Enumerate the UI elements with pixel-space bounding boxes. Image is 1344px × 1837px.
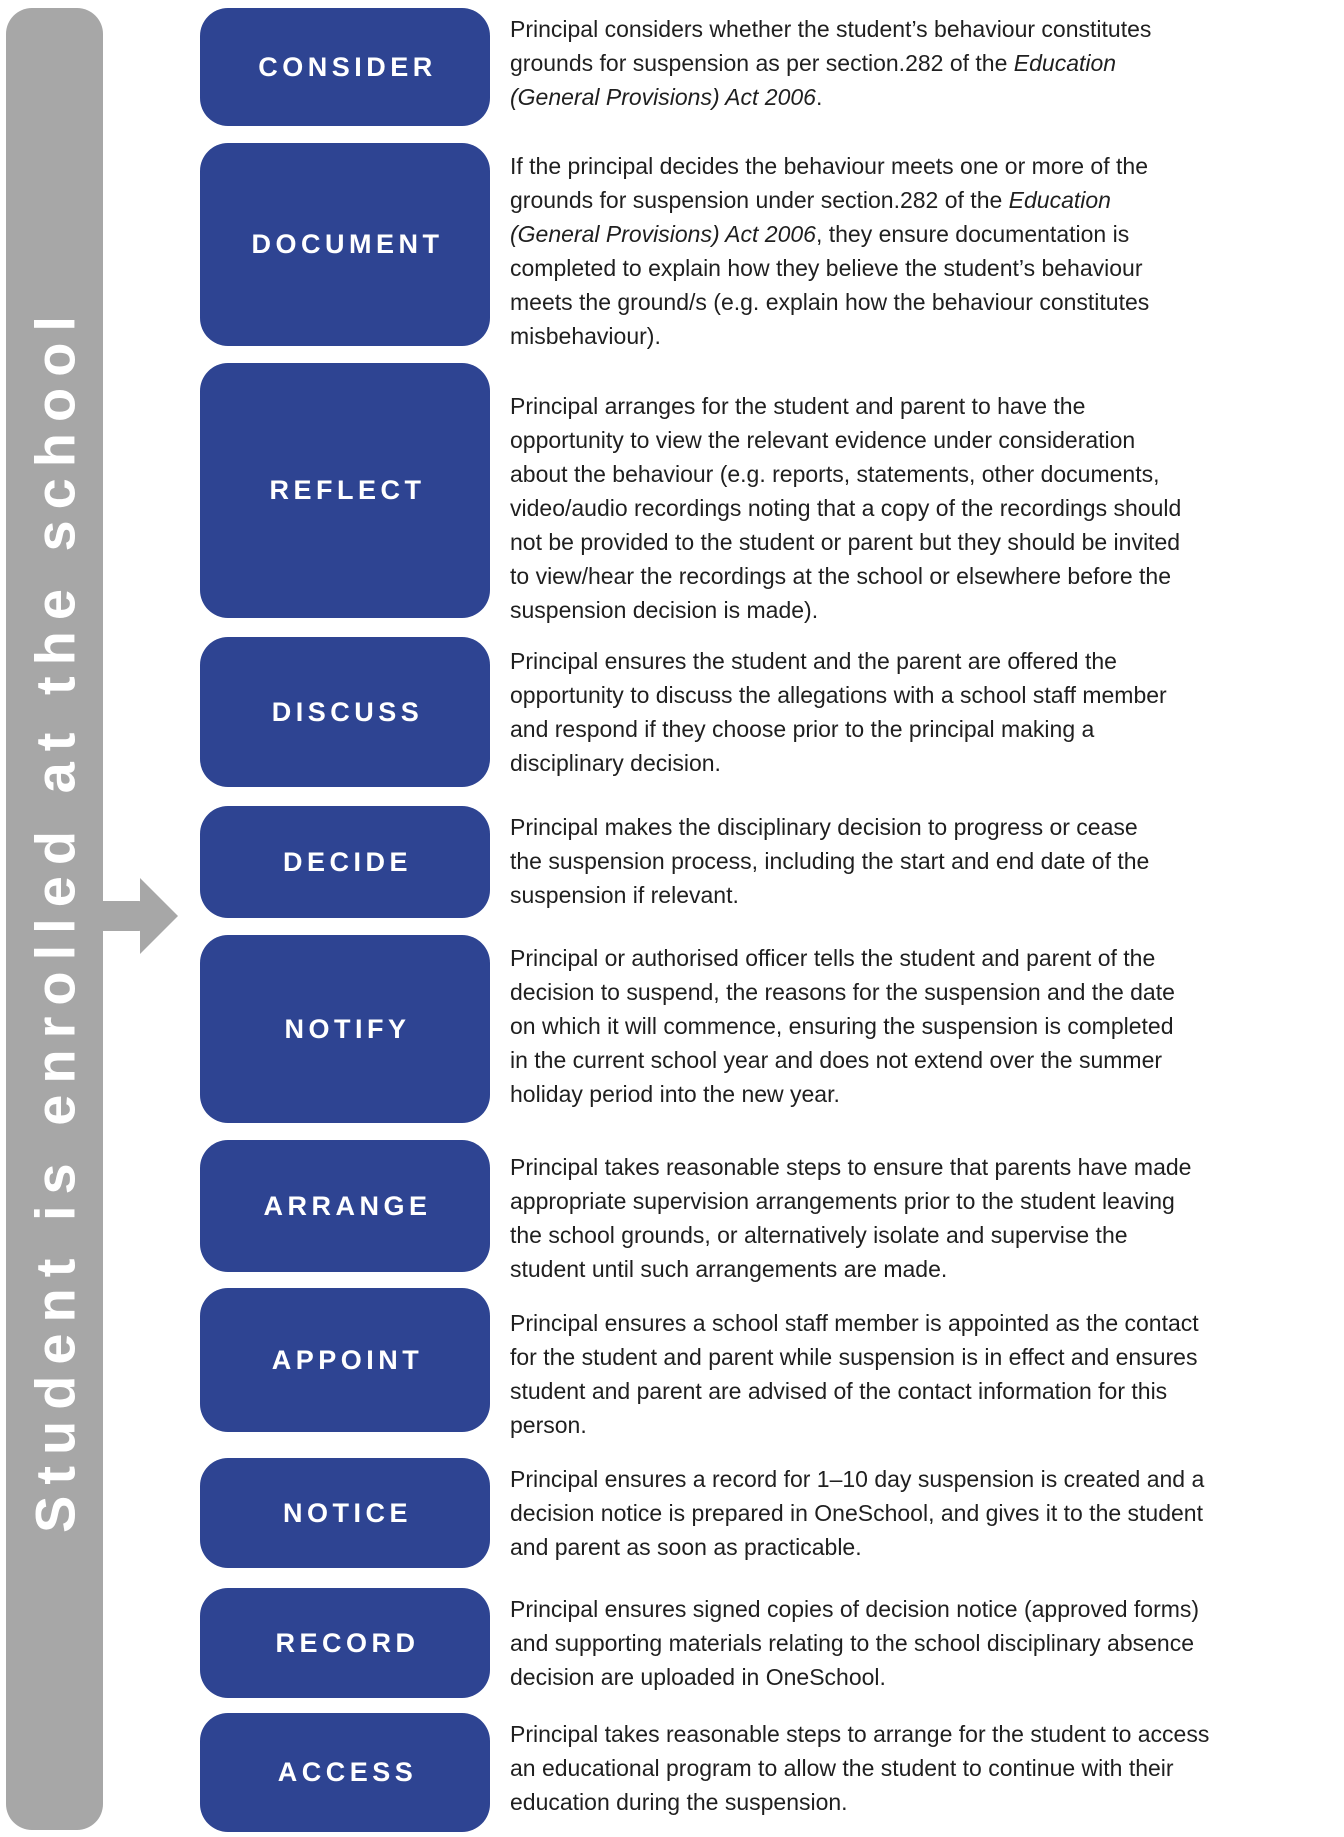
step-label-consider: CONSIDER [258,51,437,82]
enrolment-rail: Student is enrolled at the school [6,8,103,1830]
step-box-consider: CONSIDER [200,8,490,126]
step-label-access: ACCESS [277,1757,418,1787]
step-label-arrange: ARRANGE [263,1190,432,1221]
step-box-appoint: APPOINT [200,1288,490,1432]
step-box-notify: NOTIFY [200,935,490,1123]
step-box-access: ACCESS [200,1713,490,1832]
flow-arrow-stem [99,901,143,931]
step-label-notify: NOTIFY [284,1013,411,1044]
step-label-reflect: REFLECT [269,475,426,505]
step-label-record: RECORD [275,1627,420,1658]
step-box-notice: NOTICE [200,1458,490,1568]
step-desc-notify: Principal or authorised officer tells th… [510,945,1175,1107]
step-box-decide: DECIDE [200,806,490,918]
step-desc-document: If the principal decides the behaviour m… [510,153,1150,349]
step-desc-decide: Principal makes the disciplinary decisio… [510,814,1150,908]
step-desc-arrange: Principal takes reasonable steps to ensu… [510,1154,1192,1282]
step-label-discuss: DISCUSS [271,696,424,727]
step-box-arrange: ARRANGE [200,1140,490,1272]
step-label-appoint: APPOINT [271,1344,424,1375]
step-desc-notice: Principal ensures a record for 1–10 day … [510,1466,1205,1560]
step-desc-reflect: Principal arranges for the student and p… [510,393,1182,623]
step-box-reflect: REFLECT [200,363,490,618]
step-desc-discuss: Principal ensures the student and the pa… [510,648,1167,776]
step-desc-access: Principal takes reasonable steps to arra… [510,1721,1210,1815]
enrolment-rail-label: Student is enrolled at the school [23,305,86,1533]
step-box-record: RECORD [200,1588,490,1698]
step-desc-record: Principal ensures signed copies of decis… [510,1596,1200,1690]
step-box-document: DOCUMENT [200,143,490,346]
flow-arrow-head-icon [140,878,178,954]
step-desc-appoint: Principal ensures a school staff member … [510,1310,1199,1438]
step-label-document: DOCUMENT [251,229,444,259]
step-desc-consider: Principal considers whether the student’… [510,16,1152,110]
step-label-notice: NOTICE [282,1497,412,1528]
step-box-discuss: DISCUSS [200,637,490,787]
step-label-decide: DECIDE [282,846,412,877]
